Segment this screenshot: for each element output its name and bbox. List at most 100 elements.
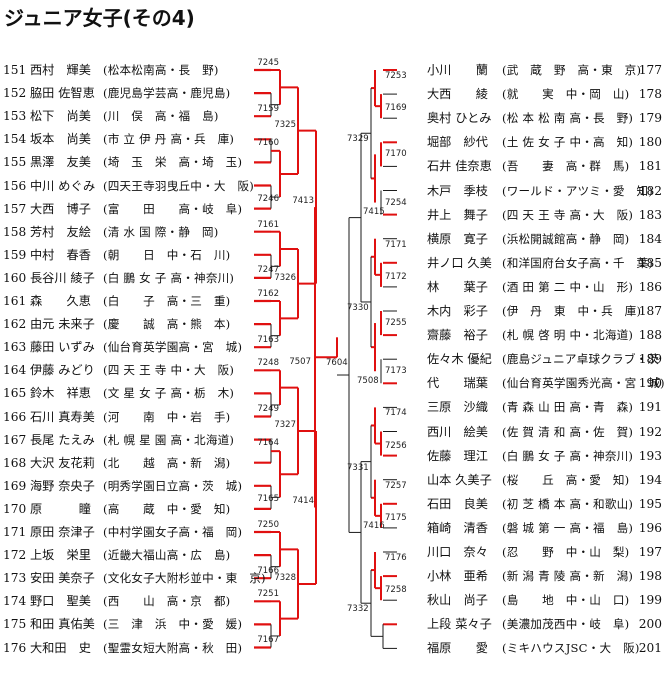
player-affiliation: (土 佐 女 子 中・高 知) xyxy=(502,135,634,150)
player-row: 井上 舞子(四 天 王 寺 高・大 阪)183 xyxy=(398,204,662,226)
player-affiliation: (富 田 高・岐 阜) xyxy=(103,201,243,216)
match-number: 7175 xyxy=(385,512,407,523)
player-number: 155 xyxy=(3,155,27,170)
match-number: 7604 xyxy=(326,358,348,369)
player-affiliation: (三 津 浜 中・愛 媛) xyxy=(103,617,243,632)
match-number: 7169 xyxy=(385,103,407,114)
player-affiliation: (新 潟 青 陵 高・新 潟) xyxy=(502,569,634,584)
player-number: 185 xyxy=(638,255,662,270)
player-name: 木戸 季枝 xyxy=(427,183,488,198)
player-affiliation: (就 実 中・岡 山) xyxy=(502,87,630,102)
match-number: 7257 xyxy=(385,480,407,491)
player-affiliation: (磐 城 第 一 高・福 島) xyxy=(502,520,634,535)
player-affiliation: (白 鵬 女 子 高・神奈川) xyxy=(502,448,634,463)
player-number: 177 xyxy=(638,63,662,77)
match-number: 7325 xyxy=(274,119,296,130)
player-name: 松下 尚美 xyxy=(30,109,91,124)
player-number: 198 xyxy=(638,569,662,584)
player-name: 石川 真寿美 xyxy=(30,409,95,424)
match-number: 7173 xyxy=(385,366,407,377)
player-number: 171 xyxy=(3,525,27,539)
player-affiliation: (白 子 高・三 重) xyxy=(103,294,231,308)
player-affiliation: (市 立 伊 丹 高・兵 庫) xyxy=(103,132,235,147)
match-number: 7256 xyxy=(385,440,407,451)
player-affiliation: (ミキハウスJSC・大 阪) xyxy=(502,641,640,656)
match-number: 7416 xyxy=(363,521,385,532)
player-row: 佐々木 優紀(鹿島ジュニア卓球クラブ・茨 城)189 xyxy=(398,348,664,370)
player-name: 木内 彩子 xyxy=(427,304,488,318)
player-name: 川口 奈々 xyxy=(427,545,488,559)
player-name: 西川 絵美 xyxy=(427,424,488,439)
player-number: 160 xyxy=(3,270,27,285)
player-name: 佐々木 優紀 xyxy=(427,352,492,367)
match-number: 7165 xyxy=(257,494,279,505)
match-number: 7253 xyxy=(385,71,407,81)
player-name: 山本 久美子 xyxy=(427,472,492,487)
player-number: 174 xyxy=(3,594,27,609)
match-number: 7507 xyxy=(289,357,311,368)
player-number: 167 xyxy=(3,432,27,447)
player-affiliation: (四 天 王 寺 高・大 阪) xyxy=(502,207,634,222)
match-number: 7254 xyxy=(385,197,407,208)
player-number: 197 xyxy=(638,545,662,559)
match-number: 7332 xyxy=(347,604,369,615)
player-row: 石井 佳奈恵(吾 妻 高・群 馬)181 xyxy=(398,155,662,177)
match-number: 7170 xyxy=(385,149,407,160)
player-name: 原 瞳 xyxy=(30,501,91,516)
player-affiliation: (札 幌 星 園 高・北海道) xyxy=(103,432,235,447)
match-number: 7414 xyxy=(292,496,314,507)
player-number: 164 xyxy=(3,363,27,378)
player-number: 187 xyxy=(638,304,662,318)
player-name: 大沢 友花莉 xyxy=(30,455,95,470)
match-number: 7415 xyxy=(363,206,385,217)
player-number: 190 xyxy=(638,376,662,391)
player-affiliation: (北 越 高・新 潟) xyxy=(103,455,231,470)
player-affiliation: (河 南 中・岩 手) xyxy=(103,409,231,424)
match-number: 7250 xyxy=(257,520,279,530)
player-number: 161 xyxy=(3,294,27,308)
player-affiliation: (佐 賀 清 和 高・佐 賀) xyxy=(502,424,634,439)
player-number: 184 xyxy=(638,231,662,246)
player-name: 坂本 尚美 xyxy=(30,132,91,147)
player-name: 野口 聖美 xyxy=(30,594,91,609)
player-name: 堀部 紗代 xyxy=(427,135,488,150)
player-row: 秋山 尚子(島 地 中・山 口)199 xyxy=(398,589,662,611)
player-number: 192 xyxy=(638,424,662,439)
player-name: 海野 奈央子 xyxy=(30,478,95,493)
player-number: 193 xyxy=(638,448,662,463)
player-number: 179 xyxy=(638,111,662,126)
player-number: 181 xyxy=(638,159,662,174)
player-name: 佐藤 理江 xyxy=(427,448,488,463)
match-number: 7327 xyxy=(274,419,296,430)
player-name: 林 葉子 xyxy=(427,279,488,294)
player-number: 199 xyxy=(638,593,662,608)
player-affiliation: (札 幌 啓 明 中・北海道) xyxy=(502,328,634,343)
match-number: 7326 xyxy=(274,272,296,283)
player-affiliation: (松 本 松 南 高・長 野) xyxy=(502,111,634,126)
match-number: 7249 xyxy=(257,403,279,414)
player-name: 原田 奈津子 xyxy=(30,525,95,539)
player-number: 165 xyxy=(3,386,27,401)
player-number: 154 xyxy=(3,132,27,147)
player-affiliation: (和洋国府台女子高・千 葉) xyxy=(502,255,653,270)
player-row: 木内 彩子(伊 丹 東 中・兵 庫)187 xyxy=(398,300,662,322)
player-name: 石田 良美 xyxy=(427,496,488,511)
player-number: 200 xyxy=(638,617,662,632)
player-name: 齋藤 裕子 xyxy=(427,328,488,343)
player-affiliation: (ワールド・アツミ・愛 知) xyxy=(502,183,653,198)
player-name: 黒澤 友美 xyxy=(30,155,91,170)
player-name: 小林 亜希 xyxy=(427,569,488,584)
